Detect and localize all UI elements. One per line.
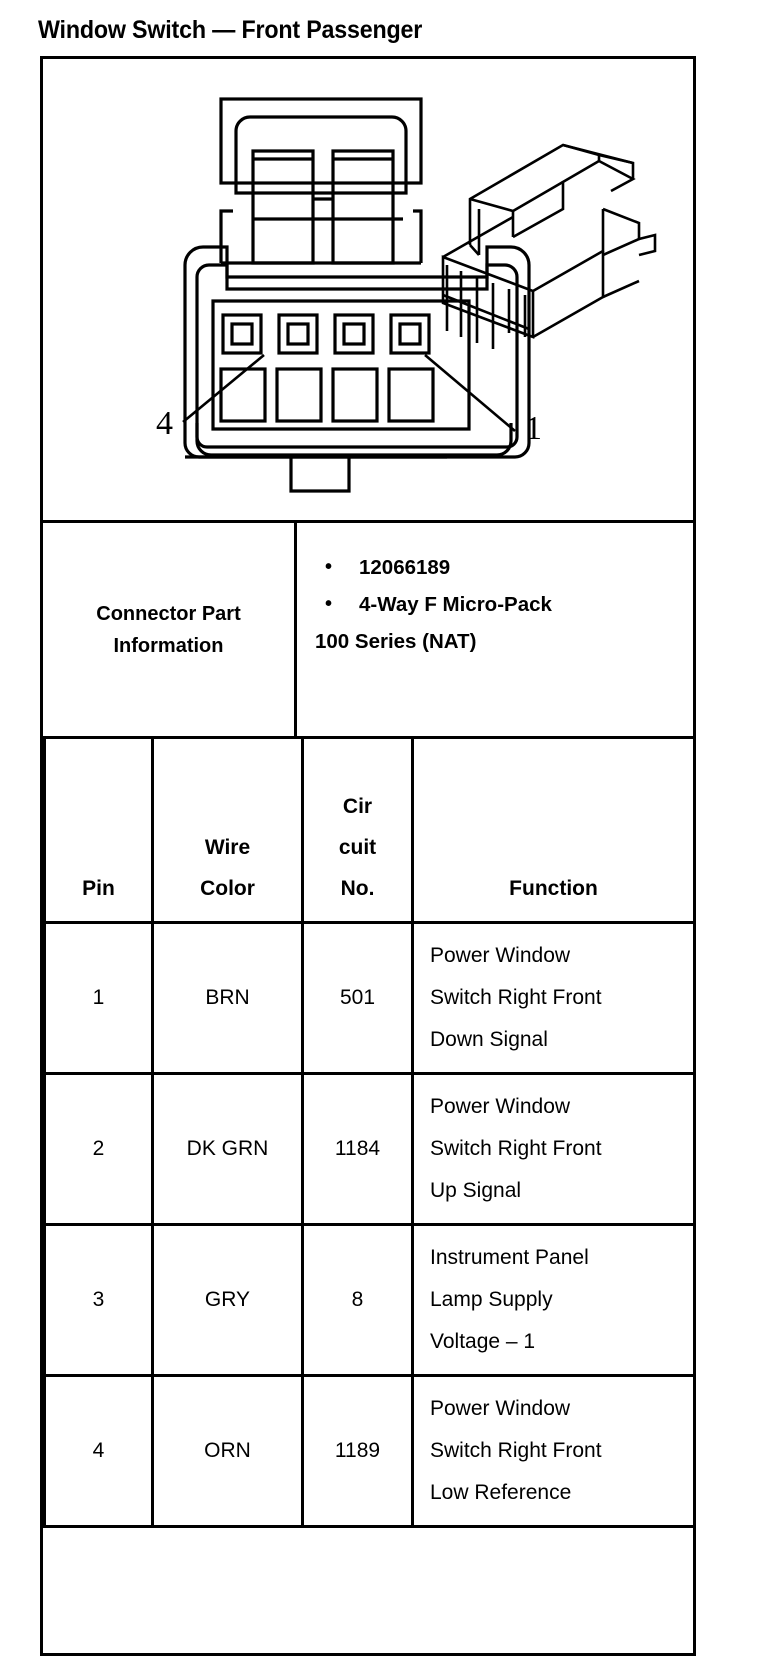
- column-header-circuit-no: Cir cuit No.: [301, 736, 414, 924]
- cell-function: Power Window Switch Right Front Low Refe…: [411, 1374, 696, 1528]
- table-row: 3 GRY 8 Instrument Panel Lamp Supply Vol…: [43, 1223, 696, 1377]
- cell-wire-color: GRY: [151, 1223, 304, 1377]
- cell-wire-color: BRN: [151, 921, 304, 1075]
- column-header-wire-color: Wire Color: [151, 736, 304, 924]
- part-info-bullet-list: 12066189 4-Way F Micro-Pack: [315, 549, 693, 623]
- connector-isometric-view: [441, 143, 657, 349]
- connector-part-information-label: Connector Part Information: [43, 523, 297, 736]
- part-info-label-line2: Information: [113, 634, 224, 657]
- connector-cavity-row-upper: [221, 313, 431, 355]
- table-row: 4 ORN 1189 Power Window Switch Right Fro…: [43, 1374, 696, 1528]
- cell-circuit-no: 1189: [301, 1374, 414, 1528]
- connector-body-outline: [183, 245, 531, 493]
- cell-pin: 2: [43, 1072, 154, 1226]
- connector-upper-tower: [219, 97, 423, 265]
- page-title: Window Switch — Front Passenger: [38, 16, 423, 44]
- cell-function: Power Window Switch Right Front Down Sig…: [411, 921, 696, 1075]
- pin-callout-leaders: [182, 353, 516, 432]
- cell-function: Instrument Panel Lamp Supply Voltage – 1: [411, 1223, 696, 1377]
- pin-table-header-row: Pin Wire Color Cir cuit No. Function: [43, 736, 696, 924]
- cell-circuit-no: 1184: [301, 1072, 414, 1226]
- table-row: 1 BRN 501 Power Window Switch Right Fron…: [43, 921, 696, 1075]
- cell-pin: 4: [43, 1374, 154, 1528]
- pin-table: Pin Wire Color Cir cuit No. Function: [43, 736, 696, 1528]
- cell-circuit-no: 8: [301, 1223, 414, 1377]
- cell-wire-color: DK GRN: [151, 1072, 304, 1226]
- callout-label-left: 4: [156, 405, 173, 442]
- column-header-function: Function: [411, 736, 696, 924]
- part-info-bullet-part-number: 12066189: [315, 549, 693, 586]
- connector-part-information-values: 12066189 4-Way F Micro-Pack 100 Series (…: [297, 523, 693, 736]
- part-info-description-continuation: 100 Series (NAT): [315, 630, 477, 653]
- cell-circuit-no: 501: [301, 921, 414, 1075]
- callout-label-right: 1: [525, 410, 542, 447]
- part-info-label-line1: Connector Part: [96, 602, 241, 625]
- connector-cavity-row-lower: [219, 367, 435, 423]
- cell-wire-color: ORN: [151, 1374, 304, 1528]
- connector-illustration-panel: 4 1: [43, 59, 693, 520]
- cell-function: Power Window Switch Right Front Up Signa…: [411, 1072, 696, 1226]
- connector-part-information-row: Connector Part Information 12066189 4-Wa…: [43, 520, 693, 736]
- column-header-pin: Pin: [43, 736, 154, 924]
- cell-pin: 3: [43, 1223, 154, 1377]
- content-frame: 4 1 Connector Part Information 12066189 …: [40, 56, 696, 1656]
- cell-pin: 1: [43, 921, 154, 1075]
- table-row: 2 DK GRN 1184 Power Window Switch Right …: [43, 1072, 696, 1226]
- pin-table-body: 1 BRN 501 Power Window Switch Right Fron…: [43, 921, 696, 1528]
- part-info-bullet-description: 4-Way F Micro-Pack: [315, 586, 693, 623]
